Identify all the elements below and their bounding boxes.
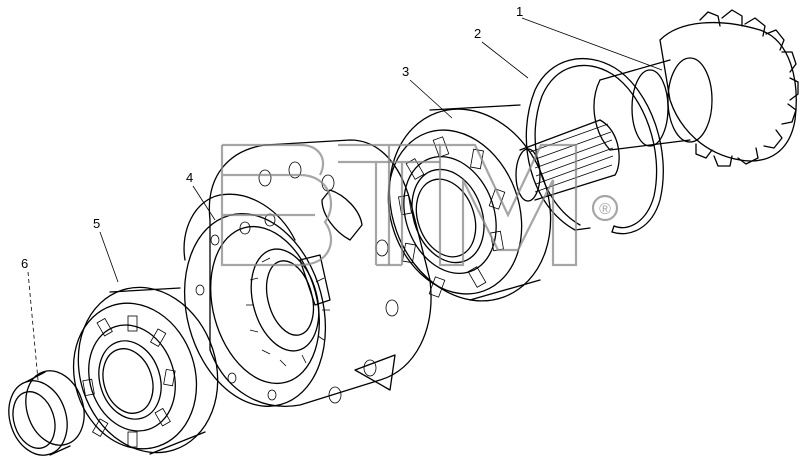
part-4-bearing-housing [183,139,432,407]
part-2-retaining-ring [525,57,664,235]
gear-teeth [695,9,799,167]
part-3-roller-bearing [387,104,552,302]
housing-bolt-holes [195,161,399,404]
callout-labels: 1 2 3 4 5 6 [21,4,523,271]
leader-5 [99,231,119,283]
part-6-bushing [8,370,85,456]
leader-4 [192,185,216,221]
callout-label-4: 4 [186,170,193,185]
callout-label-1: 1 [516,4,523,19]
svg-text:®: ® [599,201,611,218]
housing-inner-rollers [246,257,330,367]
leader-6 [27,271,39,381]
callout-label-3: 3 [402,64,409,79]
callout-leaders [27,17,663,381]
leader-2 [481,41,529,79]
part-5-front-bearing [72,286,219,455]
watermark-registered-mark: ® [591,194,619,222]
leader-1 [521,17,663,71]
callout-label-5: 5 [93,216,100,231]
front-bearing-rollers [82,315,176,448]
leader-3 [409,79,453,119]
callout-label-2: 2 [474,26,481,41]
callout-label-6: 6 [21,256,28,271]
btm-watermark: ® [220,143,619,267]
